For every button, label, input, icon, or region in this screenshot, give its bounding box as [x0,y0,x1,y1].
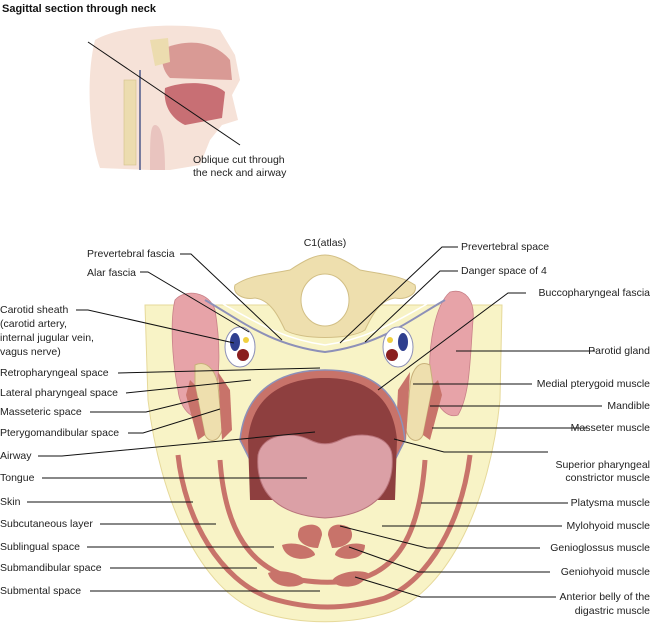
skin-layer [175,454,473,610]
label-superior-pharyngeal-2: constrictor muscle [565,472,650,484]
label-geniohyoid: Geniohyoid muscle [561,566,650,578]
trachea [150,125,165,170]
oblique-cut-line [87,41,241,146]
label-danger-space: Danger space of 4 [461,265,547,277]
label-pterygomandibular-space: Pterygomandibular space [0,427,119,439]
medial-pterygoid-left [218,372,232,440]
genioglossus-left [297,524,322,548]
geniohyoid-right [335,543,365,559]
label-carotid-sheath-1: Carotid sheath [0,304,68,316]
masseter-right [423,380,442,440]
label-lateral-pharyngeal-space: Lateral pharyngeal space [0,387,118,399]
oral-cavity [164,83,225,125]
label-buccopharyngeal-fascia: Buccopharyngeal fascia [539,287,650,299]
label-alar-fascia: Alar fascia [87,267,136,279]
label-anterior-belly-1: Anterior belly of the [560,591,650,603]
label-masseteric-space: Masseteric space [0,406,82,418]
label-anterior-belly-2: digastric muscle [575,605,650,617]
carotid-sheath-left [224,326,256,368]
inset-caption-line-1: Oblique cut through [193,154,285,166]
label-platysma: Platysma muscle [571,497,650,509]
masseter-left [186,380,205,440]
label-retropharyngeal-space: Retropharyngeal space [0,367,109,379]
genioglossus-right [328,524,353,548]
label-tongue: Tongue [0,472,35,484]
label-mylohyoid: Mylohyoid muscle [567,520,650,532]
tongue [257,434,393,519]
anterior-belly-digastric-right [332,571,368,587]
carotid-sheath-right [382,326,414,368]
label-genioglossus: Genioglossus muscle [550,542,650,554]
label-prevertebral-fascia: Prevertebral fascia [87,248,175,260]
label-carotid-sheath-3: internal jugular vein, [0,332,94,344]
label-mandible: Mandible [607,400,650,412]
label-carotid-sheath-2: (carotid artery, [0,318,67,330]
geniohyoid-left [282,543,315,559]
label-c1-atlas: C1(atlas) [304,237,347,249]
leader-lines [27,246,602,598]
label-superior-pharyngeal-1: Superior pharyngeal [555,459,650,471]
nasal-cavity [162,42,232,80]
vertebral-foramen [300,273,350,327]
label-prevertebral-space: Prevertebral space [461,241,549,253]
label-submandibular-space: Submandibular space [0,562,102,574]
prevertebral-fascia [209,296,441,346]
figure-title: Sagittal section through neck [2,3,157,15]
cervical-spine [123,79,137,166]
label-carotid-sheath-4: vagus nerve) [0,346,61,358]
label-masseter: Masseter muscle [571,422,650,434]
label-skin: Skin [0,496,21,508]
label-submental-space: Submental space [0,585,81,597]
anterior-belly-digastric-left [268,571,305,587]
label-airway: Airway [0,450,32,462]
label-medial-pterygoid: Medial pterygoid muscle [537,378,650,390]
cross-section [144,254,503,623]
sagittal-inset: Oblique cut through the neck and airway [87,25,287,179]
parotid-gland-right [429,290,474,417]
inset-caption-line-2: the neck and airway [193,167,287,179]
label-parotid-gland: Parotid gland [588,345,650,357]
alar-fascia [204,299,446,354]
label-sublingual-space: Sublingual space [0,541,80,553]
sinus-bone [150,38,170,66]
mylohyoid-band [217,459,428,585]
label-subcutaneous-layer: Subcutaneous layer [0,518,93,530]
